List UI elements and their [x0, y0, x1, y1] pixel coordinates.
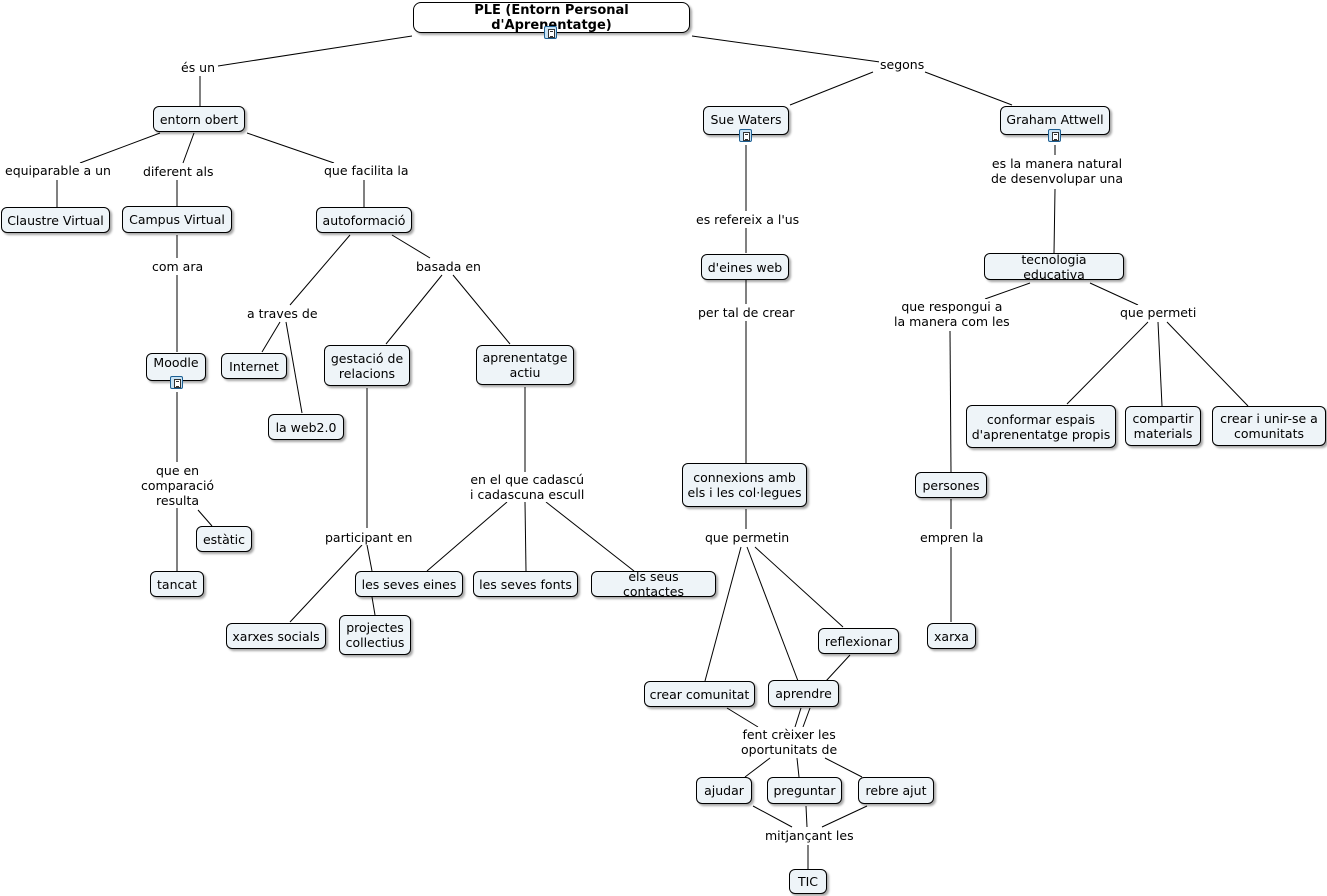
node-conformar[interactable]: conformar espais d'aprenentatge propis	[966, 405, 1116, 448]
node-crear-unir-label: crear i unir-se a comunitats	[1220, 411, 1318, 441]
link-que-permeti: que permeti	[1119, 305, 1198, 320]
link-es-la-manera: es la manera natural de desenvolupar una	[990, 156, 1125, 186]
node-preguntar[interactable]: preguntar	[767, 777, 842, 804]
node-projectes-label: projectes collectius	[345, 620, 405, 650]
node-claustre-virtual[interactable]: Claustre Virtual	[1, 207, 110, 233]
node-compartir-label: compartir materials	[1132, 411, 1194, 441]
node-les-seves-fonts[interactable]: les seves fonts	[473, 571, 578, 597]
node-persones-label: persones	[922, 477, 980, 493]
link-com-ara: com ara	[151, 259, 205, 274]
link-a-traves: a traves de	[246, 306, 319, 321]
node-xarxes-socials[interactable]: xarxes socials	[226, 623, 326, 649]
node-gestacio[interactable]: gestació de relacions	[324, 345, 410, 386]
node-aprenentatge-actiu-label: aprenentatge actiu	[482, 350, 568, 380]
node-tecnologia-educativa-label: tecnologia educativa	[1021, 251, 1087, 282]
node-internet-label: Internet	[229, 358, 279, 374]
node-compartir[interactable]: compartir materials	[1125, 406, 1201, 446]
node-estatic-label: estàtic	[202, 531, 245, 547]
node-tancat-label: tancat	[157, 576, 197, 592]
link-empren-la: empren la	[919, 530, 985, 545]
link-que-permetin: que permetin	[704, 530, 791, 545]
node-crear-unir[interactable]: crear i unir-se a comunitats	[1212, 406, 1326, 446]
node-reflexionar[interactable]: reflexionar	[818, 628, 899, 654]
node-autoformacio[interactable]: autoformació	[316, 207, 412, 233]
node-tancat[interactable]: tancat	[150, 571, 204, 597]
node-estatic[interactable]: estàtic	[196, 526, 252, 552]
link-per-tal: per tal de crear	[697, 305, 796, 320]
node-les-seves-eines[interactable]: les seves eines	[355, 571, 463, 597]
link-que-facilita: que facilita la	[323, 163, 410, 178]
link-es-un: és un	[180, 60, 217, 75]
node-ajudar-label: ajudar	[704, 783, 744, 798]
link-que-en-comparacio: que en comparació resulta	[140, 463, 216, 508]
node-campus-virtual[interactable]: Campus Virtual	[122, 206, 232, 233]
node-claustre-virtual-label: Claustre Virtual	[7, 212, 104, 228]
node-sue-waters-label: Sue Waters	[710, 112, 782, 127]
link-segons: segons	[879, 57, 926, 72]
node-ple-label: PLE (Entorn Personal d'Aprenentatge)	[474, 2, 629, 33]
node-reflexionar-label: reflexionar	[824, 633, 893, 649]
node-projectes[interactable]: projectes collectius	[339, 615, 411, 655]
link-basada-en: basada en	[415, 259, 482, 274]
link-participant-en: participant en	[324, 530, 414, 545]
node-els-seus-contactes[interactable]: els seus contactes	[591, 569, 716, 599]
node-aprenentatge-actiu[interactable]: aprenentatge actiu	[476, 345, 574, 385]
node-aprendre-label: aprendre	[775, 686, 832, 701]
link-diferent: diferent als	[142, 164, 215, 179]
node-tecnologia-educativa[interactable]: tecnologia educativa	[984, 251, 1124, 282]
node-web20-label: la web2.0	[275, 419, 337, 435]
node-crear-comunitat-label: crear comunitat	[649, 686, 750, 702]
node-connexions[interactable]: connexions amb els i les col·legues	[682, 463, 807, 507]
node-xarxes-socials-label: xarxes socials	[232, 628, 320, 644]
node-ajudar[interactable]: ajudar	[696, 777, 752, 804]
node-campus-virtual-label: Campus Virtual	[129, 212, 225, 227]
node-web20[interactable]: la web2.0	[268, 414, 344, 440]
node-tic[interactable]: TIC	[789, 869, 827, 894]
node-tic-label: TIC	[797, 874, 819, 889]
node-deines-web-label: d'eines web	[707, 259, 783, 275]
node-conformar-label: conformar espais d'aprenentatge propis	[971, 411, 1111, 442]
node-moodle[interactable]: Moodle	[146, 353, 206, 381]
node-crear-comunitat[interactable]: crear comunitat	[644, 681, 755, 707]
node-preguntar-label: preguntar	[773, 783, 836, 798]
link-que-respongui: que respongui a la manera com les	[893, 299, 1011, 329]
node-deines-web[interactable]: d'eines web	[701, 254, 789, 280]
node-aprendre[interactable]: aprendre	[768, 680, 839, 707]
node-xarxa-label: xarxa	[934, 628, 969, 644]
document-icon[interactable]	[170, 376, 183, 389]
link-mitjancant: mitjançant les	[764, 828, 855, 843]
node-moodle-label: Moodle	[153, 354, 199, 370]
node-els-seus-contactes-label: els seus contactes	[623, 569, 684, 599]
node-gestacio-label: gestació de relacions	[330, 350, 404, 381]
node-les-seves-fonts-label: les seves fonts	[479, 576, 572, 592]
node-autoformacio-label: autoformació	[322, 212, 406, 228]
link-equiparable: equiparable a un	[4, 163, 112, 178]
node-connexions-label: connexions amb els i les col·legues	[687, 470, 802, 500]
node-graham-attwell-label: Graham Attwell	[1006, 112, 1104, 127]
link-es-refereix: es refereix a l'us	[695, 212, 801, 227]
node-entorn-obert-label: entorn obert	[159, 111, 239, 127]
node-rebre-ajut-label: rebre ajut	[865, 783, 927, 798]
document-icon[interactable]	[544, 26, 557, 39]
node-les-seves-eines-label: les seves eines	[361, 576, 457, 592]
node-xarxa[interactable]: xarxa	[927, 623, 976, 649]
link-fent-creixer: fent crèixer les oportunitats de	[740, 727, 839, 757]
document-icon[interactable]	[739, 129, 752, 142]
node-entorn-obert[interactable]: entorn obert	[153, 106, 245, 132]
node-internet[interactable]: Internet	[221, 353, 287, 379]
node-persones[interactable]: persones	[915, 472, 987, 498]
document-icon[interactable]	[1048, 129, 1061, 142]
link-en-el-que: en el que cadascú i cadascuna escull	[469, 472, 586, 502]
node-rebre-ajut[interactable]: rebre ajut	[858, 777, 934, 804]
